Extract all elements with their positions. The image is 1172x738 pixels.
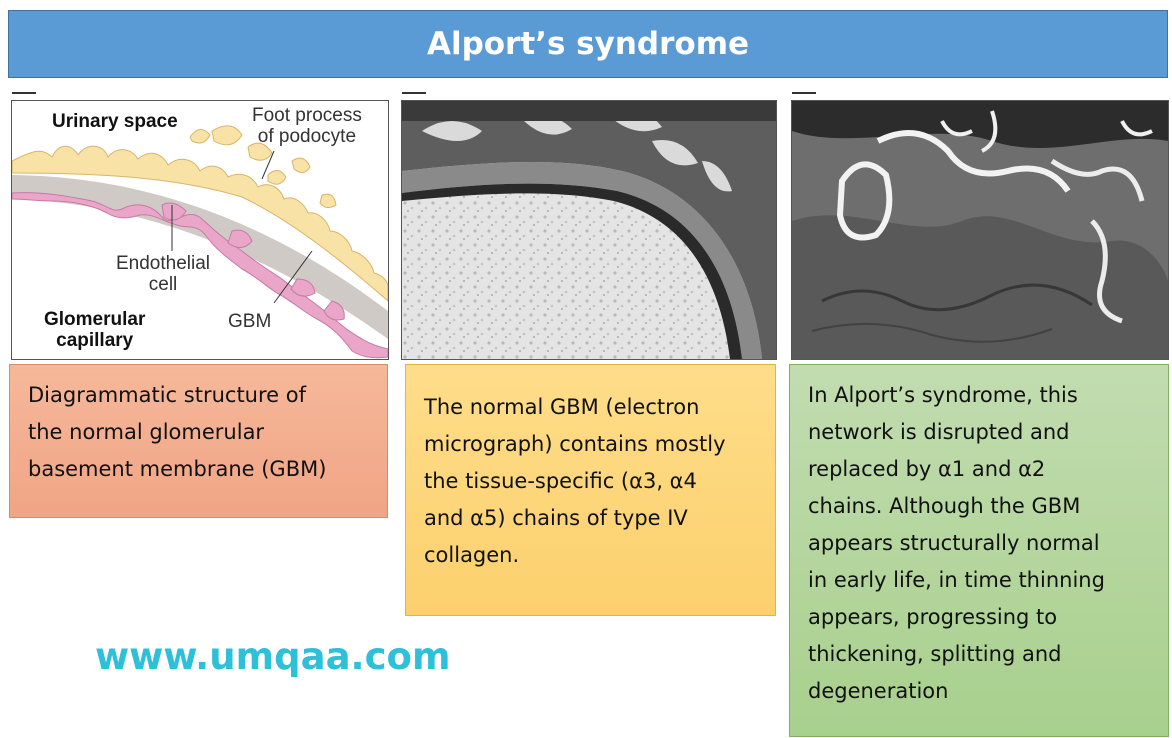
lamina-fragment: [836, 161, 893, 241]
caption-normal-gbm: The normal GBM (electron micrograph) con…: [405, 364, 776, 616]
panel-marker: [12, 92, 36, 94]
normal-gbm-micrograph: [401, 100, 777, 360]
caption-diagram: Diagrammatic structure of the normal glo…: [9, 364, 388, 518]
podocyte-region: [402, 101, 776, 359]
gbm-band: [12, 175, 388, 339]
label-urinary-space: Urinary space: [52, 111, 178, 132]
split-gbm-region: [792, 215, 1168, 359]
panel-marker: [402, 92, 426, 94]
website-link[interactable]: www.umqaa.com: [95, 635, 451, 678]
gbm-layer: [402, 161, 762, 359]
podocyte-layer: [12, 145, 388, 302]
caption-alport-gbm: In Alport’s syndrome, this network is di…: [789, 364, 1169, 737]
endothelial-layer: [12, 192, 388, 359]
foot-process-fragments: [189, 125, 337, 209]
label-gbm: GBM: [228, 311, 272, 332]
title-banner: Alport’s syndrome: [8, 10, 1168, 78]
page-title: Alport’s syndrome: [426, 26, 750, 62]
foot-process-highlights: [422, 107, 732, 192]
panel-marker: [792, 92, 816, 94]
endothelial-fragments: [161, 202, 345, 321]
alport-gbm-micrograph: [791, 100, 1169, 360]
